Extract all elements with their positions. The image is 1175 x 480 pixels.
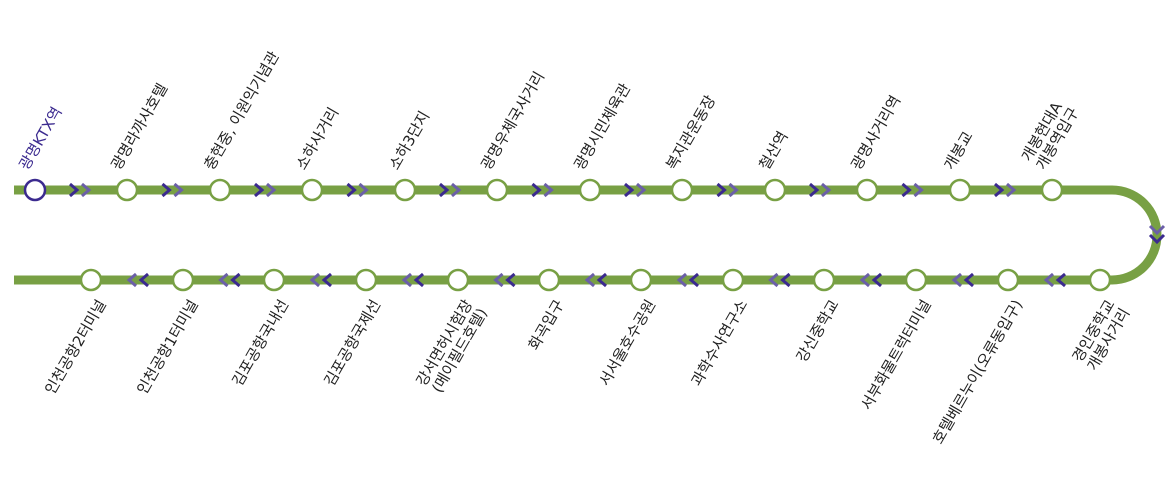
chevron-icon — [138, 272, 149, 288]
chevron-icon — [439, 182, 450, 198]
direction-arrow-left-icon — [768, 272, 791, 288]
direction-arrow-down-icon — [1148, 224, 1166, 245]
stop-marker — [855, 178, 879, 202]
route-line — [14, 185, 1162, 285]
direction-arrow-right-icon — [254, 182, 277, 198]
chevron-icon — [81, 182, 92, 198]
chevron-icon — [901, 182, 912, 198]
chevron-icon — [728, 182, 739, 198]
stop-marker — [763, 178, 787, 202]
direction-arrow-left-icon — [493, 272, 516, 288]
chevron-icon — [963, 272, 974, 288]
origin-stop-marker — [23, 178, 47, 202]
direction-arrow-left-icon — [951, 272, 974, 288]
chevron-icon — [309, 272, 320, 288]
chevron-icon — [358, 182, 369, 198]
stop-marker — [208, 178, 232, 202]
chevron-icon — [531, 182, 542, 198]
chevron-icon — [716, 182, 727, 198]
stop-marker — [629, 268, 653, 292]
chevron-icon — [871, 272, 882, 288]
stop-marker — [948, 178, 972, 202]
stop-marker — [485, 178, 509, 202]
chevron-icon — [1006, 182, 1017, 198]
direction-arrow-right-icon — [439, 182, 462, 198]
direction-arrow-left-icon — [676, 272, 699, 288]
direction-arrow-right-icon — [161, 182, 184, 198]
stop-marker — [354, 268, 378, 292]
chevron-icon — [126, 272, 137, 288]
chevron-icon — [505, 272, 516, 288]
direction-arrow-right-icon — [716, 182, 739, 198]
stop-marker — [578, 178, 602, 202]
stop-marker — [1088, 268, 1112, 292]
chevron-icon — [218, 272, 229, 288]
stop-marker — [670, 178, 694, 202]
chevron-icon — [493, 272, 504, 288]
chevron-icon — [254, 182, 265, 198]
stop-marker — [79, 268, 103, 292]
chevron-icon — [994, 182, 1005, 198]
chevron-icon — [768, 272, 779, 288]
direction-arrow-left-icon — [309, 272, 332, 288]
chevron-icon — [809, 182, 820, 198]
chevron-icon — [596, 272, 607, 288]
direction-arrow-right-icon — [624, 182, 647, 198]
stop-marker — [721, 268, 745, 292]
stop-marker — [171, 268, 195, 292]
stop-marker — [393, 178, 417, 202]
chevron-icon — [346, 182, 357, 198]
direction-arrow-right-icon — [809, 182, 832, 198]
direction-arrow-left-icon — [584, 272, 607, 288]
chevron-icon — [451, 182, 462, 198]
chevron-icon — [676, 272, 687, 288]
direction-arrow-left-icon — [401, 272, 424, 288]
direction-arrow-left-icon — [859, 272, 882, 288]
chevron-icon — [321, 272, 332, 288]
chevron-icon — [821, 182, 832, 198]
chevron-icon — [543, 182, 554, 198]
direction-arrow-left-icon — [218, 272, 241, 288]
direction-arrow-right-icon — [69, 182, 92, 198]
stop-marker — [537, 268, 561, 292]
stop-marker — [115, 178, 139, 202]
stop-marker — [446, 268, 470, 292]
chevron-icon — [624, 182, 635, 198]
chevron-icon — [636, 182, 647, 198]
direction-arrow-right-icon — [901, 182, 924, 198]
chevron-icon — [1055, 272, 1066, 288]
stop-marker — [262, 268, 286, 292]
chevron-icon — [1043, 272, 1054, 288]
chevron-icon — [859, 272, 870, 288]
direction-arrow-right-icon — [994, 182, 1017, 198]
stop-marker — [1040, 178, 1064, 202]
chevron-icon — [230, 272, 241, 288]
direction-arrow-left-icon — [1043, 272, 1066, 288]
chevron-icon — [584, 272, 595, 288]
chevron-icon — [688, 272, 699, 288]
chevron-icon — [69, 182, 80, 198]
direction-arrow-left-icon — [126, 272, 149, 288]
chevron-icon — [951, 272, 962, 288]
stop-marker — [996, 268, 1020, 292]
chevron-icon — [913, 182, 924, 198]
chevron-icon — [266, 182, 277, 198]
chevron-icon — [173, 182, 184, 198]
chevron-icon — [161, 182, 172, 198]
chevron-icon — [413, 272, 424, 288]
chevron-icon — [401, 272, 412, 288]
chevron-icon — [1148, 233, 1166, 245]
chevron-icon — [780, 272, 791, 288]
chevron-icon — [1148, 224, 1166, 236]
stop-marker — [300, 178, 324, 202]
stop-marker — [904, 268, 928, 292]
direction-arrow-right-icon — [531, 182, 554, 198]
stop-marker — [812, 268, 836, 292]
direction-arrow-right-icon — [346, 182, 369, 198]
